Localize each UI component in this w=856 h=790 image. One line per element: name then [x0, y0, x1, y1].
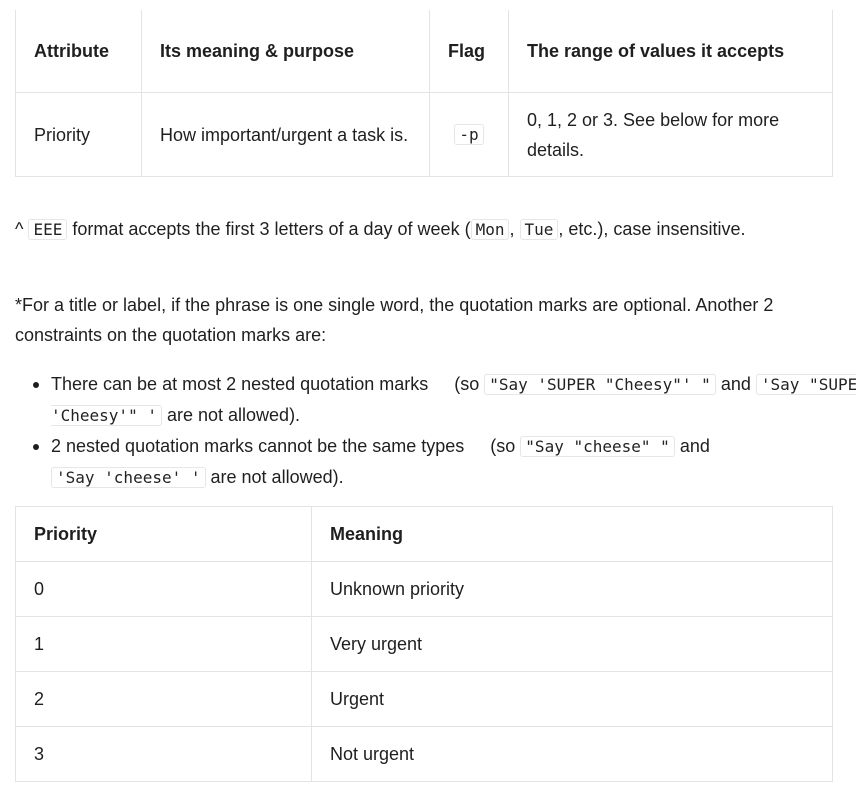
- header-range: The range of values it accepts: [508, 10, 833, 93]
- format-note-text1: format accepts the first 3 letters of a …: [72, 219, 471, 239]
- header-meaning: Meaning: [311, 506, 833, 562]
- mon-code: Mon: [470, 219, 510, 240]
- example-code: 'Say 'cheese' ': [51, 467, 206, 488]
- quote-note: *For a title or label, if the phrase is …: [15, 295, 774, 345]
- priority-meaning: Very urgent: [311, 616, 833, 672]
- header-priority: Priority: [15, 506, 312, 562]
- priority-header-row: Priority Meaning: [15, 506, 833, 562]
- attributes-header-row: Attribute Its meaning & purpose Flag The…: [15, 10, 833, 93]
- priority-value: 1: [15, 616, 312, 672]
- table-row: 1 Very urgent: [15, 616, 833, 672]
- priority-meaning: Urgent: [311, 671, 833, 727]
- table-row: 0 Unknown priority: [15, 561, 833, 617]
- range-cell: 0, 1, 2 or 3. See below for more details…: [508, 92, 833, 177]
- table-row: 3 Not urgent: [15, 726, 833, 782]
- header-attribute: Attribute: [15, 10, 142, 93]
- flag-cell: -p: [429, 92, 509, 177]
- flag-code: -p: [454, 124, 484, 145]
- example-code: "Say 'SUPER "Cheesy"' ": [484, 374, 716, 395]
- tue-code: Tue: [519, 219, 559, 240]
- header-meaning: Its meaning & purpose: [141, 10, 430, 93]
- priority-value: 2: [15, 671, 312, 727]
- attributes-table: Attribute Its meaning & purpose Flag The…: [15, 10, 833, 177]
- priority-value: 0: [15, 561, 312, 617]
- constraints-list: There can be at most 2 nested quotation …: [15, 369, 856, 493]
- format-note-text2: , etc.), case insensitive.: [558, 219, 746, 239]
- eee-code: EEE: [28, 219, 68, 240]
- format-note-sep: ,: [509, 219, 515, 239]
- table-row: Priority How important/urgent a task is.…: [15, 92, 833, 177]
- table-row: 2 Urgent: [15, 671, 833, 727]
- priority-table: Priority Meaning 0 Unknown priority 1 Ve…: [15, 506, 833, 782]
- priority-meaning: Not urgent: [311, 726, 833, 782]
- example-code: "Say "cheese" ": [520, 436, 675, 457]
- attribute-cell: Priority: [15, 92, 142, 177]
- list-item: There can be at most 2 nested quotation …: [33, 369, 856, 431]
- list-item: 2 nested quotation marks cannot be the s…: [33, 431, 856, 493]
- format-note: ^ EEE format accepts the first 3 letters…: [15, 214, 835, 245]
- priority-value: 3: [15, 726, 312, 782]
- priority-meaning: Unknown priority: [311, 561, 833, 617]
- caret-mark: ^: [15, 219, 24, 239]
- meaning-cell: How important/urgent a task is.: [141, 92, 430, 177]
- header-flag: Flag: [429, 10, 509, 93]
